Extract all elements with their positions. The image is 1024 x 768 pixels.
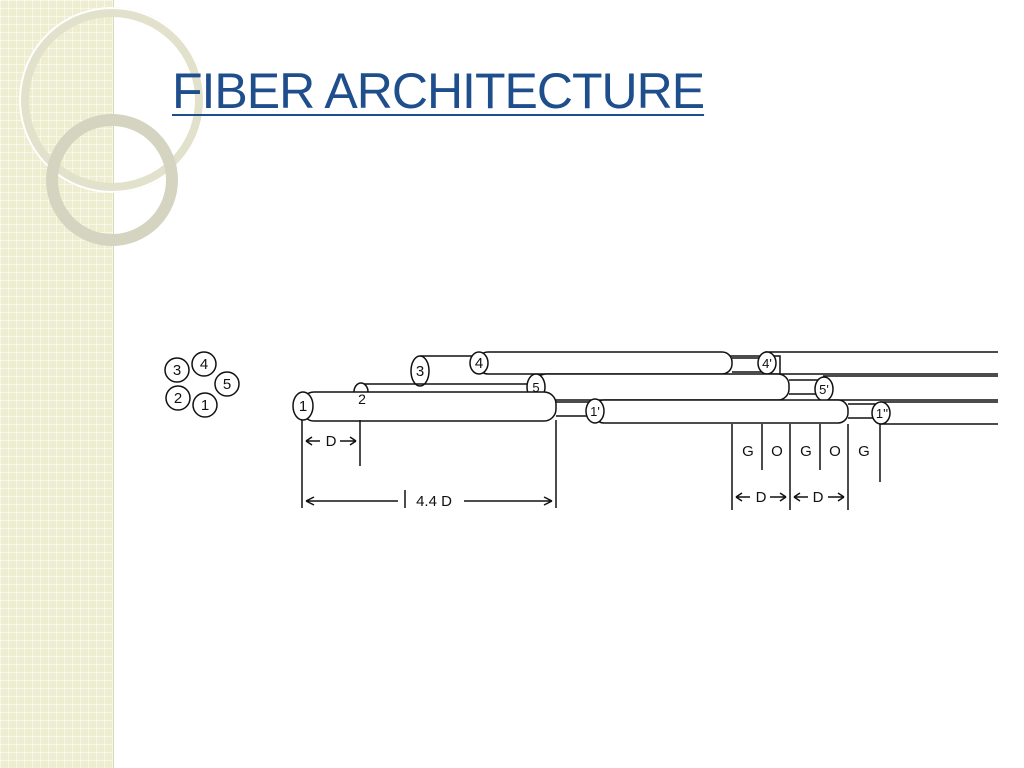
fiber-label-4: 4 [475,355,483,372]
fiber-rod-5p [823,375,998,401]
region-label-o1: O [771,443,783,460]
fiber-label-4p: 4' [762,356,772,371]
cross-section-circle-5 [214,371,240,397]
fiber-rod-1p [593,399,849,424]
dim-label-d: D [326,433,337,450]
region-label-o2: O [829,443,841,460]
fiber-rod-5 [534,373,790,401]
cross-section-label-1: 1 [201,397,209,414]
fiber-rods [292,351,998,425]
fiber-rod-1pp [880,401,998,425]
cross-section-circle-3 [164,357,190,383]
fiber-end-1pp [871,401,891,425]
cross-section-label-5: 5 [223,376,231,393]
region-label-g2: G [800,443,812,460]
fiber-end-1p [585,398,605,424]
dimension-lines [301,420,881,510]
fiber-end-1 [292,391,314,421]
dim-arrow-d [305,436,357,446]
fiber-label-1p: 1' [590,404,600,419]
cross-section-label-2: 2 [174,390,182,407]
fiber-label-1: 1 [299,398,307,415]
bundle-cross-section [164,351,240,418]
fiber-end-4 [469,351,489,375]
fiber-label-5p: 5' [819,382,829,397]
region-label-g1: G [742,443,754,460]
cross-section-label-3: 3 [173,362,181,379]
fiber-label-2: 2 [358,391,366,407]
fiber-end-3 [410,355,430,387]
slide-title: FIBER ARCHITECTURE [172,63,705,119]
fiber-label-3: 3 [416,363,424,380]
fiber-rod-4p [765,351,998,375]
fiber-label-1pp: 1'' [876,406,888,421]
dim-label-right-2: D [813,489,824,506]
dim-arrow-right-2 [793,492,845,502]
fiber-rod-1 [301,391,557,422]
cross-section-circle-2 [165,385,191,411]
dim-label-4-4d: 4.4 D [416,493,452,510]
dim-label-right-1: D [756,489,767,506]
fiber-rod-4 [477,351,733,375]
cross-section-circle-4 [191,351,217,377]
fiber-label-5: 5 [532,380,539,395]
region-label-g3: G [858,443,870,460]
cross-section-label-4: 4 [200,356,208,373]
dim-arrow-4-4d [305,496,553,506]
cross-section-circle-1 [192,392,218,418]
dim-arrow-right-1 [735,492,787,502]
